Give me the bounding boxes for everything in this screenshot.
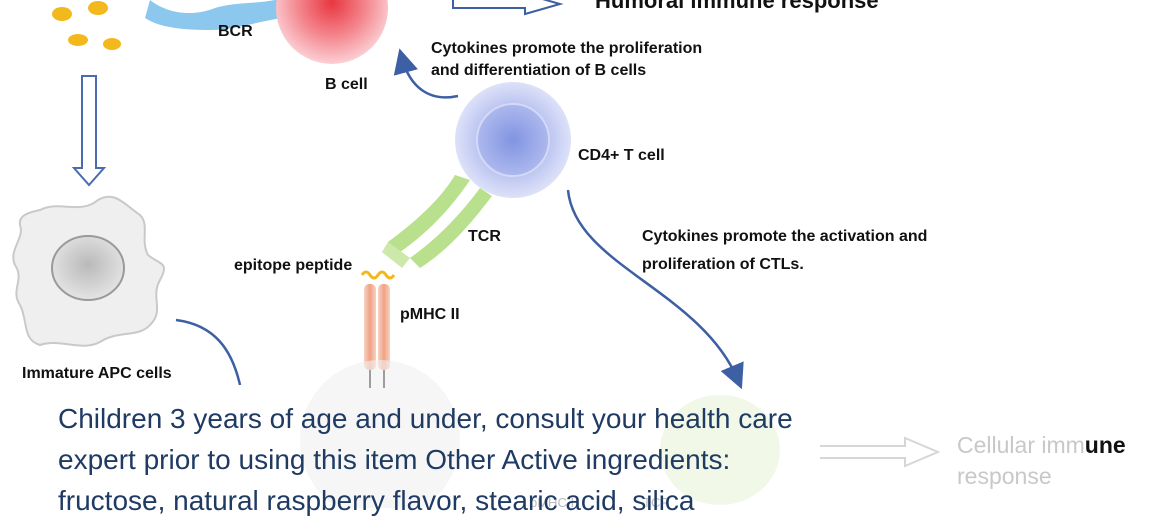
pmhc1-label: pMHC I <box>530 495 575 510</box>
tcr2-label: TCR <box>643 495 670 510</box>
cellular-response-label: Cellular immune response <box>957 430 1126 492</box>
cd4-t-cell <box>455 82 571 198</box>
arrow-to-b-cell <box>393 48 459 99</box>
cellular-bold: une <box>1084 432 1126 458</box>
b-cell <box>276 0 388 64</box>
cytokines-b-line2: and differentiation of B cells <box>431 62 647 79</box>
apc-nucleus <box>51 235 125 301</box>
cellular-line2: response <box>957 463 1052 489</box>
caption-line-3: fructose, natural raspberry flavor, stea… <box>58 485 695 516</box>
cytokines-b-line1: Cytokines promote the proliferation <box>431 40 703 57</box>
bcr-label: BCR <box>218 23 253 40</box>
cd4-t-cell-label: CD4+ T cell <box>578 147 665 164</box>
cytokines-ctl-line2: proliferation of CTLs. <box>642 256 804 273</box>
ctl-cell-faded <box>660 395 780 505</box>
immune-response-diagram <box>12 0 941 508</box>
mature-apc-cell-faded <box>300 360 460 508</box>
arrow-to-ctl <box>566 189 744 390</box>
caption-line-2: expert prior to using this item Other Ac… <box>58 444 731 475</box>
antigen-particles <box>52 1 121 50</box>
caption-line-1: Children 3 years of age and under, consu… <box>58 403 793 434</box>
cytokines-ctl-line1: Cytokines promote the activation and <box>642 228 928 245</box>
humoral-arrow <box>452 0 564 16</box>
arrow-apc-to-mature <box>175 318 242 386</box>
bcr-receptor <box>145 0 282 30</box>
humoral-response-label: Humoral immune response <box>595 0 879 13</box>
epitope-peptide-label: epitope peptide <box>234 257 353 274</box>
b-cell-label: B cell <box>325 76 368 93</box>
product-caption: Children 3 years of age and under, consu… <box>58 398 918 521</box>
tcr-receptor <box>382 175 492 268</box>
immature-apc-label: Immature APC cells <box>22 365 172 382</box>
cellular-arrow <box>820 436 941 468</box>
down-hollow-arrow <box>71 75 107 187</box>
tcr-label: TCR <box>468 228 501 245</box>
pmhc2-label: pMHC II <box>400 306 460 323</box>
epitope-peptide-chain <box>360 270 396 280</box>
cellular-faded: Cellular imm <box>957 432 1085 458</box>
cd4-t-cell-nucleus <box>476 103 550 177</box>
